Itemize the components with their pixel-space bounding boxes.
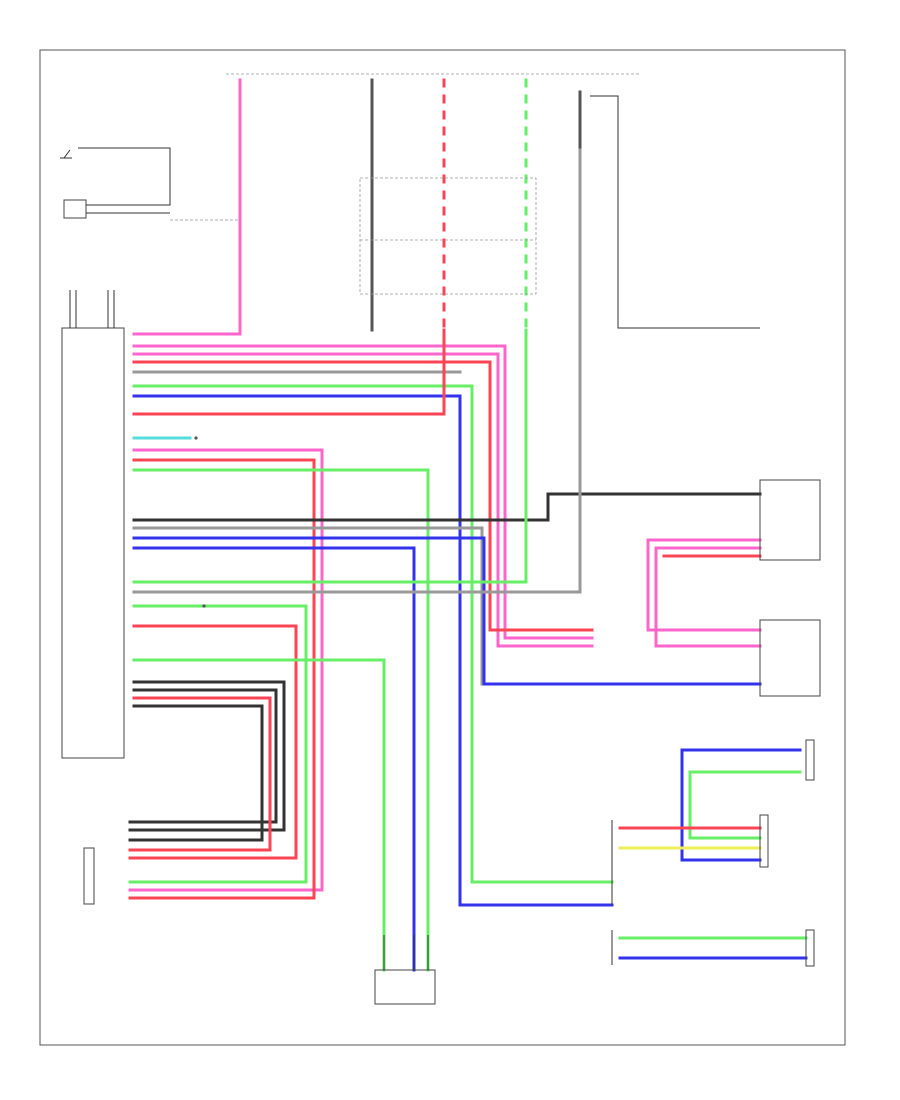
wire-pink-3 [128,448,324,892]
wire-black-1 [132,492,762,522]
wire-green-7 [688,770,802,840]
wire-green-5 [132,658,386,972]
top-left-lines [78,147,171,214]
bottom-stubs [383,935,429,970]
right-conn-box-2 [759,619,821,697]
wire-green-3 [132,328,528,584]
right-conn-box-3 [759,814,769,868]
bottom-connector-box [374,969,436,1005]
connector-stubs [69,290,115,328]
wire-black-4 [128,704,264,842]
wire-green-1 [132,384,474,652]
wire-green-4 [128,604,308,884]
wire-pink-2 [132,352,594,648]
wire-red-3 [128,458,316,900]
marker-2 [202,604,206,608]
wire-pink-4 [646,538,762,632]
wire-green-6 [470,648,614,884]
fuse-5-loop [590,95,760,329]
wire-gray-3 [132,148,582,594]
wire-blue-1 [132,394,614,907]
wire-pink-1 [132,344,594,640]
wire-red-1 [132,360,594,632]
wire-red-2 [132,328,446,416]
top-left-ground [60,149,72,159]
diagram-frame [39,49,846,1046]
wire-black-2 [128,680,286,832]
marker-1 [194,436,198,440]
right-conn-box-5 [805,739,815,781]
right-conn-box-1 [759,479,821,561]
wire-black-3 [128,688,278,824]
wire-blue-2 [132,546,416,972]
wire-blue-3 [132,536,762,686]
relay-box-1 [359,177,537,295]
fuse-1-wire [132,78,242,336]
bottom-left-connector [83,847,95,905]
right-conn-box-4 [805,929,815,967]
wire-red-5 [128,624,298,860]
wire-red-6 [128,696,272,852]
wire-pink-5 [654,546,762,648]
main-unit-box [61,327,125,759]
top-left-component [63,199,87,219]
wire-green-2 [132,468,430,972]
wire-blue-4 [680,748,802,862]
